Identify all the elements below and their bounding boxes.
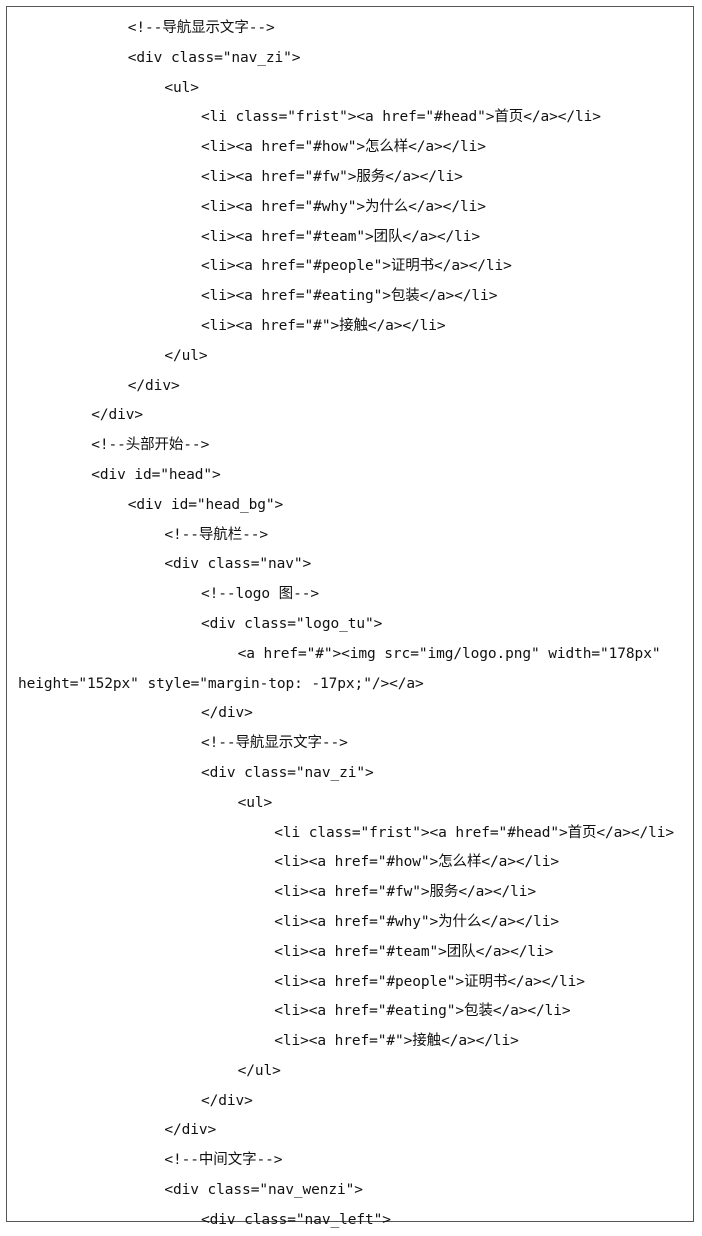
code-line-text: <div class="nav"> <box>164 556 312 573</box>
code-line-text: </div> <box>91 407 143 424</box>
code-line-text: <li><a href="#why">为什么</a></li> <box>201 198 486 215</box>
code-line-text: <!--中间文字--> <box>164 1152 283 1169</box>
code-line: <!--导航显示文字--> <box>7 14 693 44</box>
code-line-text: </div> <box>164 1122 217 1139</box>
code-line: </div> <box>7 1116 693 1146</box>
code-line-text: <li><a href="#team">团队</a></li> <box>274 943 554 960</box>
code-line: <ul> <box>7 789 693 819</box>
code-line: <div id="head"> <box>7 461 693 491</box>
code-line: <!--头部开始--> <box>7 431 693 461</box>
code-line: <li><a href="#why">为什么</a></li> <box>7 908 693 938</box>
code-line: <li><a href="#how">怎么样</a></li> <box>7 848 693 878</box>
code-line-text: </div> <box>201 705 253 722</box>
code-line-text: <li><a href="#">接触</a></li> <box>201 317 446 334</box>
code-line: <li class="frist"><a href="#head">首页</a>… <box>7 819 693 849</box>
code-line: </div> <box>7 401 693 431</box>
code-line: <li><a href="#team">团队</a></li> <box>7 223 693 253</box>
code-line-text: <!--导航显示文字--> <box>127 20 275 36</box>
code-line-text: <li><a href="#people">证明书</a></li> <box>274 973 585 990</box>
code-line-text: </div> <box>201 1092 253 1109</box>
code-line-text: </ul> <box>164 347 208 364</box>
code-line-text: <!--导航显示文字--> <box>201 735 348 752</box>
code-line-text: <div class="nav_zi"> <box>201 764 374 781</box>
code-line: <!--导航显示文字--> <box>7 729 693 759</box>
code-line: <li><a href="#eating">包装</a></li> <box>7 282 693 312</box>
code-line-text: <li><a href="#how">怎么样</a></li> <box>274 854 560 871</box>
code-line-text: <div class="logo_tu"> <box>201 615 383 632</box>
code-line-text: <li class="frist"><a href="#head">首页</a>… <box>201 109 601 126</box>
code-line-text: <!--头部开始--> <box>91 437 210 454</box>
code-line-text: </ul> <box>237 1062 281 1079</box>
code-line: <li><a href="#">接触</a></li> <box>7 1027 693 1057</box>
code-line: <li><a href="#eating">包装</a></li> <box>7 997 693 1027</box>
code-line-text: <li><a href="#fw">服务</a></li> <box>274 884 536 901</box>
code-line-text: <div class="nav_left"> <box>201 1211 391 1228</box>
code-line-text: <li><a href="#people">证明书</a></li> <box>201 258 512 275</box>
code-line: <li><a href="#how">怎么样</a></li> <box>7 133 693 163</box>
code-line: <div class="nav"> <box>7 550 693 580</box>
code-line: <div class="logo_tu"> <box>7 610 693 640</box>
code-line: <div id="head_bg"> <box>7 491 693 521</box>
code-line-text: <li><a href="#eating">包装</a></li> <box>274 1003 571 1020</box>
code-line-text: <ul> <box>164 79 199 96</box>
code-line-text: <li><a href="#why">为什么</a></li> <box>274 913 560 930</box>
code-line: </div> <box>7 699 693 729</box>
code-line-text: <li><a href="#team">团队</a></li> <box>201 228 481 245</box>
code-line-text: <div id="head_bg"> <box>127 496 284 513</box>
code-line: <li><a href="#team">团队</a></li> <box>7 938 693 968</box>
code-line: <li><a href="#fw">服务</a></li> <box>7 878 693 908</box>
code-line: </ul> <box>7 1057 693 1087</box>
code-line: </div> <box>7 372 693 402</box>
code-line-text: <!--logo 图--> <box>201 586 319 603</box>
code-line-text: height="152px" style="margin-top: -17px;… <box>18 675 424 692</box>
code-line: <div class="nav_zi"> <box>7 44 693 74</box>
code-listing-frame: <!--导航显示文字--><div class="nav_zi"><ul><li… <box>6 6 694 1228</box>
code-line: <div class="nav_wenzi"> <box>7 1176 693 1206</box>
code-line: <div class="nav_zi"> <box>7 759 693 789</box>
code-line-text: <li><a href="#">接触</a></li> <box>274 1033 519 1050</box>
code-line: </ul> <box>7 342 693 372</box>
code-line-text: <a href="#"><img src="img/logo.png" widt… <box>237 645 661 662</box>
code-line: height="152px" style="margin-top: -17px;… <box>7 670 693 700</box>
code-line: <!--中间文字--> <box>7 1146 693 1176</box>
code-line-text: <div id="head"> <box>91 466 221 483</box>
code-line-text: <div class="nav_zi"> <box>127 49 301 66</box>
code-line-text: <li><a href="#eating">包装</a></li> <box>201 288 498 305</box>
code-line: <li><a href="#fw">服务</a></li> <box>7 163 693 193</box>
code-line: <ul> <box>7 74 693 104</box>
code-line-text: <li class="frist"><a href="#head">首页</a>… <box>274 824 675 841</box>
code-line-text: <div class="nav_wenzi"> <box>164 1182 363 1199</box>
code-listing: <!--导航显示文字--><div class="nav_zi"><ul><li… <box>7 14 693 1236</box>
code-line: <li><a href="#why">为什么</a></li> <box>7 193 693 223</box>
code-line: </div> <box>7 1087 693 1117</box>
code-line: <li class="frist"><a href="#head">首页</a>… <box>7 103 693 133</box>
code-line-text: </div> <box>127 377 180 394</box>
code-line-text: <li><a href="#how">怎么样</a></li> <box>201 139 486 156</box>
code-line: <div class="nav_left"> <box>7 1206 693 1236</box>
code-line-text: <!--导航栏--> <box>164 526 268 543</box>
code-line-text: <ul> <box>237 794 273 811</box>
code-line: <li><a href="#">接触</a></li> <box>7 312 693 342</box>
code-line: <!--logo 图--> <box>7 580 693 610</box>
code-line: <li><a href="#people">证明书</a></li> <box>7 252 693 282</box>
code-line: <!--导航栏--> <box>7 521 693 551</box>
code-line: <li><a href="#people">证明书</a></li> <box>7 968 693 998</box>
code-line: <a href="#"><img src="img/logo.png" widt… <box>7 640 693 670</box>
code-line-text: <li><a href="#fw">服务</a></li> <box>201 168 463 185</box>
